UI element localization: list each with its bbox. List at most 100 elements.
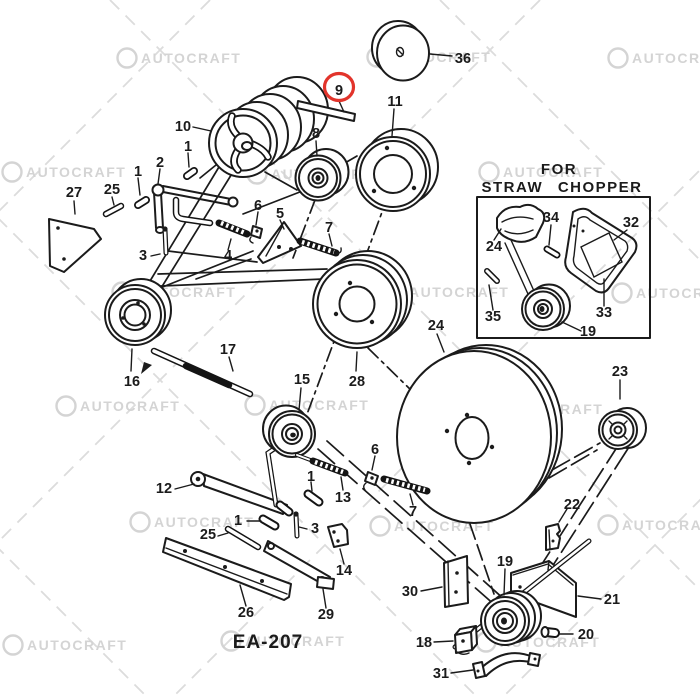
part-bushing-1-right	[183, 152, 198, 180]
part-arm-29	[263, 540, 335, 609]
callout-7-a: 7	[325, 220, 333, 236]
part-pin-25-upper	[102, 196, 125, 218]
watermark-text: AUTOCRAFT	[27, 637, 127, 653]
part-pulley-11	[355, 108, 439, 212]
part-spring-7-upper	[296, 233, 342, 257]
part-pulley-16	[104, 278, 172, 374]
part-clip-6-lower	[363, 455, 379, 491]
watermark-text: AUTOCRAFT	[80, 398, 180, 414]
callout-9: 9	[335, 83, 343, 99]
part-clip-6-upper	[249, 211, 263, 244]
part-bolt-3-upper	[150, 226, 169, 257]
callout-21: 21	[604, 592, 620, 608]
highlight-circle-9	[322, 71, 356, 103]
callout-3-b: 3	[311, 521, 319, 537]
callout-labels: 36 9 11 10 8 1 2 1 27 25 6 5 7 4 3 34 32…	[66, 51, 639, 682]
callout-36: 36	[455, 51, 471, 67]
callout-1-b: 1	[134, 164, 142, 180]
part-bracket-14	[327, 523, 349, 565]
part-pulley-28	[312, 250, 413, 372]
callout-24-wheel: 24	[428, 318, 444, 334]
part-bent-rod	[172, 196, 214, 227]
part-bracket-27	[48, 200, 102, 273]
part-arm-12	[174, 437, 294, 517]
callout-1-c: 1	[307, 469, 315, 485]
callout-27: 27	[66, 185, 82, 201]
callout-12: 12	[156, 481, 172, 497]
callout-24-inset: 24	[486, 239, 502, 255]
callout-29: 29	[318, 607, 334, 623]
callout-17: 17	[220, 342, 236, 358]
callout-6-b: 6	[371, 442, 379, 458]
callout-2: 2	[156, 155, 164, 171]
part-plate-30	[420, 555, 469, 608]
callout-11: 11	[387, 94, 402, 110]
inset-title-line2: STRAW CHOPPER	[481, 179, 642, 196]
callout-5: 5	[276, 206, 284, 222]
callout-25-b: 25	[200, 527, 216, 543]
callout-1-a: 1	[184, 139, 192, 155]
watermark-text: AUTOCRAFT	[622, 517, 700, 533]
part-rod-25-lower	[217, 525, 262, 551]
part-pulley-15	[262, 387, 316, 458]
part-bar-26	[162, 537, 292, 607]
callout-32: 32	[623, 215, 639, 231]
part-plate-5	[257, 219, 302, 264]
part-disc-36	[371, 20, 453, 82]
part-pulley-23	[598, 379, 647, 450]
part-strap-31	[450, 652, 541, 679]
straw-chopper-inset	[476, 196, 651, 339]
callout-3-a: 3	[139, 248, 147, 264]
figure-code: EA-207	[233, 632, 303, 653]
part-box-18	[433, 625, 478, 655]
watermark-text: AUTOCRAFT	[245, 633, 345, 649]
callout-19-inset: 19	[580, 324, 596, 340]
callout-28: 28	[349, 374, 365, 390]
part-wheel-24	[396, 333, 563, 524]
part-spring-4	[215, 219, 251, 251]
part-bolt-3-lower	[293, 511, 308, 539]
callout-4: 4	[224, 248, 232, 264]
callout-19-bottom: 19	[497, 554, 513, 570]
callout-10: 10	[175, 119, 191, 135]
watermark-text: AUTOCRAFT	[632, 50, 700, 66]
callout-25-a: 25	[104, 182, 120, 198]
callout-30: 30	[402, 584, 418, 600]
inset-title-line1: FOR	[541, 161, 577, 178]
part-belt-strip-9	[296, 100, 356, 122]
callout-13: 13	[335, 490, 351, 506]
watermark-text: AUTOCRAFT	[26, 164, 126, 180]
part-cup-20	[540, 626, 574, 638]
callout-23: 23	[612, 364, 628, 380]
callout-6-a: 6	[254, 198, 262, 214]
part-bellcrank-2	[151, 168, 239, 234]
part-bushing-1-under-15	[303, 481, 324, 507]
callout-7-b: 7	[409, 504, 417, 520]
callout-34: 34	[543, 210, 559, 226]
part-spring-7-lower	[380, 475, 431, 506]
part-spring-13	[295, 453, 349, 491]
callout-20: 20	[578, 627, 594, 643]
part-pulley-19-bottom	[480, 568, 542, 646]
callout-1-d: 1	[234, 513, 242, 529]
watermark-text: AUTOCRAFT	[636, 285, 700, 301]
callout-35: 35	[485, 309, 501, 325]
callout-31: 31	[433, 666, 449, 682]
part-bushing-1-bottom	[246, 514, 280, 531]
callout-33: 33	[596, 305, 612, 321]
callout-22: 22	[564, 497, 580, 513]
watermark-text: AUTOCRAFT	[409, 284, 509, 300]
callout-15: 15	[294, 372, 310, 388]
callout-8: 8	[312, 126, 320, 142]
watermark-text: AUTOCRAFT	[503, 164, 603, 180]
part-rod-17	[150, 347, 254, 398]
watermark-text: AUTOCRAFT	[141, 50, 241, 66]
part-idler-8	[294, 140, 350, 202]
callout-26: 26	[238, 605, 254, 621]
callout-16: 16	[124, 374, 140, 390]
part-bushing-1-left	[134, 177, 150, 209]
part-pulley-10	[192, 76, 329, 178]
